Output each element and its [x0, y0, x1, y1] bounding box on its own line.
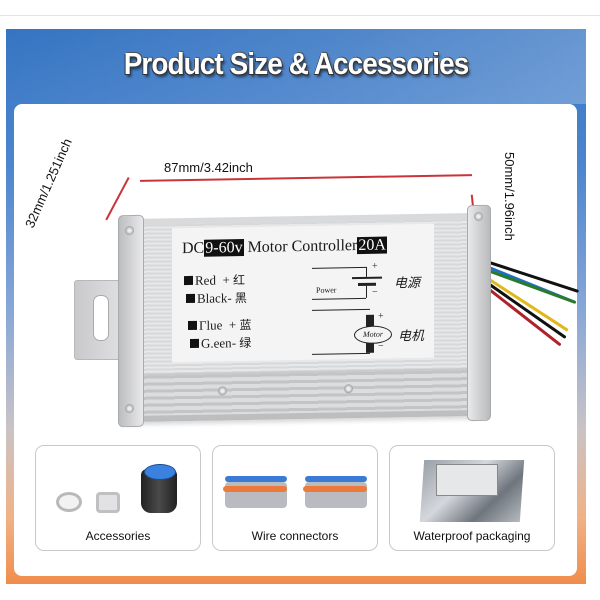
- accessory-card-waterproof-packaging: Waterproof packaging: [389, 445, 555, 551]
- accessory-card-accessories: Accessories: [35, 445, 201, 551]
- power-cn-label: 电源: [394, 275, 421, 292]
- wire-legend-red: Red + 红: [184, 271, 245, 289]
- screw: [344, 384, 353, 394]
- motor-cn-label: 电机: [398, 328, 425, 345]
- battery-symbol: [352, 276, 382, 280]
- top-divider: [0, 15, 600, 16]
- screw: [218, 386, 227, 396]
- card-label: Wire connectors: [251, 529, 339, 543]
- voltage-badge: 9-60v: [204, 239, 244, 257]
- motor-symbol: Motor: [354, 325, 392, 345]
- height-line: [105, 177, 130, 221]
- accessory-card-wire-connectors: Wire connectors: [212, 445, 378, 551]
- height-dimension: 32mm/1.251inch: [22, 136, 75, 231]
- length-dimension: 87mm/3.42inch: [164, 160, 253, 175]
- wire-legend-green: G.een- 绿: [190, 334, 251, 352]
- wire-legend-black: Black- 黑: [186, 289, 247, 307]
- label-header: DC9-60v Motor Controller20A: [182, 236, 387, 258]
- width-dimension: 50mm/1.96inch: [502, 152, 517, 241]
- length-line: [140, 174, 472, 182]
- mounting-slot: [93, 295, 109, 341]
- end-cap-left: [118, 214, 144, 428]
- card-label: Accessories: [85, 529, 151, 543]
- card-label: Waterproof packaging: [413, 529, 531, 543]
- current-badge: 20A: [357, 236, 387, 255]
- wire-legend-blue: Γlue + 蓝: [188, 316, 252, 334]
- controller-label: DC9-60v Motor Controller20A Red + 红 Blac…: [172, 223, 434, 363]
- motor-controller-body: DC9-60v Motor Controller20A Red + 红 Blac…: [118, 204, 491, 428]
- end-cap-right: [467, 204, 491, 422]
- power-label: Power: [316, 285, 337, 295]
- page-title: Product Size & Accessories: [123, 46, 470, 81]
